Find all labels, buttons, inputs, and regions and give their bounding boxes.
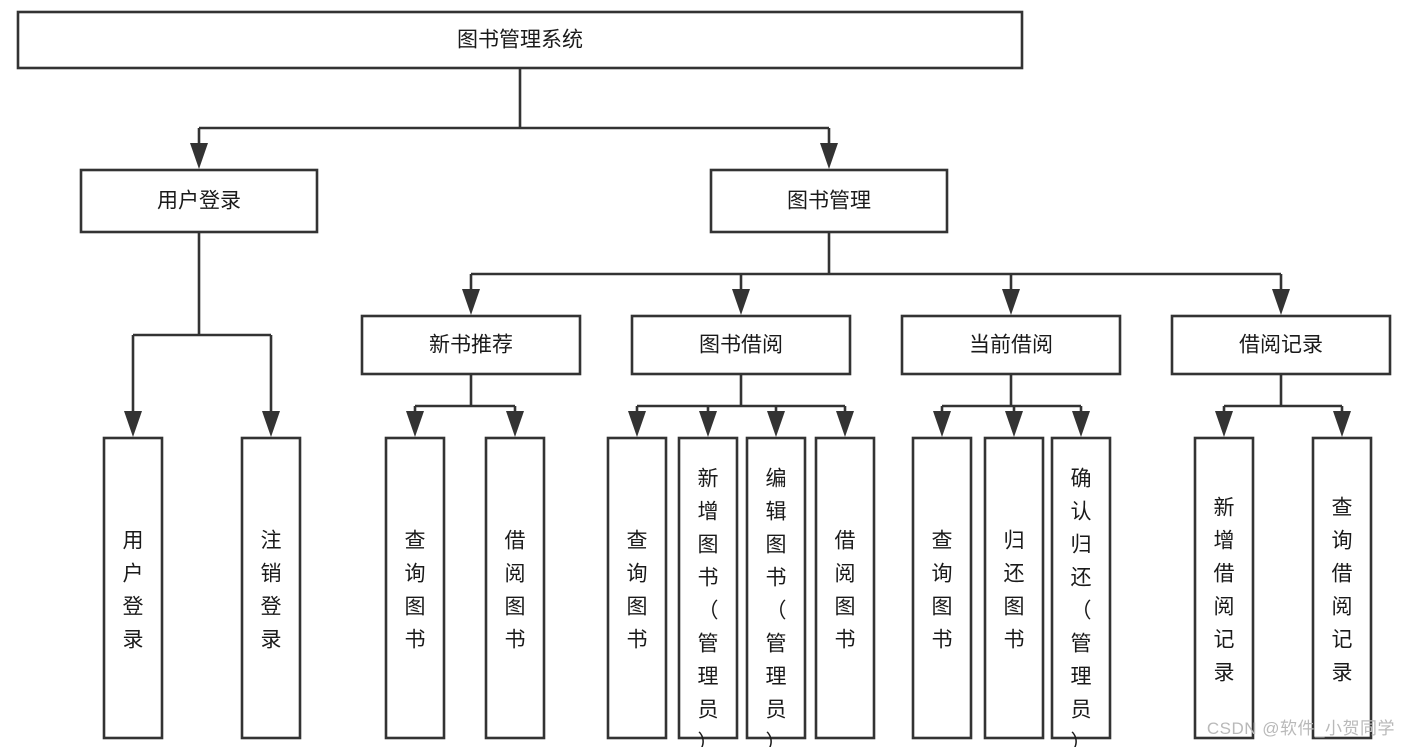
node-label-leaf-user-logout: 注销登录 [261, 530, 282, 652]
node-label-leaf-query-record: 查询借阅记录 [1332, 497, 1353, 685]
arrow-head-icon-user-login [190, 143, 208, 169]
node-box-leaf-edit-book [745, 436, 807, 740]
node-box-leaf-borrow-book-1 [484, 436, 546, 740]
node-box-book-borrow [630, 314, 852, 376]
node-new-book-rec[interactable]: 新书推荐 [360, 314, 582, 376]
node-box-new-book-rec [360, 314, 582, 376]
node-label-leaf-user-login: 用户登录 [123, 530, 144, 652]
arrow-head-icon-leaf-query-book-1 [406, 411, 424, 437]
arrow-head-icon-leaf-borrow-book-1 [506, 411, 524, 437]
node-leaf-user-login[interactable]: 用户登录 [102, 436, 164, 740]
node-label-book-borrow: 图书借阅 [699, 334, 783, 357]
node-leaf-add-book[interactable]: 新增图书（管理员） [677, 436, 739, 747]
node-book-borrow[interactable]: 图书借阅 [630, 314, 852, 376]
node-label-borrow-record: 借阅记录 [1239, 334, 1323, 357]
node-leaf-borrow-book-1[interactable]: 借阅图书 [484, 436, 546, 740]
node-leaf-query-record[interactable]: 查询借阅记录 [1311, 436, 1373, 740]
node-leaf-user-logout[interactable]: 注销登录 [240, 436, 302, 740]
arrow-head-icon-leaf-add-record [1215, 411, 1233, 437]
node-box-current-borrow [900, 314, 1122, 376]
node-root[interactable]: 图书管理系统 [16, 10, 1024, 70]
node-leaf-borrow-book-2[interactable]: 借阅图书 [814, 436, 876, 740]
arrow-head-icon-leaf-confirm-return [1072, 411, 1090, 437]
arrow-head-icon-leaf-edit-book [767, 411, 785, 437]
arrow-head-icon-leaf-borrow-book-2 [836, 411, 854, 437]
node-label-leaf-add-record: 新增借阅记录 [1214, 497, 1235, 685]
node-box-leaf-query-record [1311, 436, 1373, 740]
node-box-leaf-user-logout [240, 436, 302, 740]
node-leaf-return-book[interactable]: 归还图书 [983, 436, 1045, 740]
node-label-current-borrow: 当前借阅 [969, 334, 1053, 357]
node-label-leaf-add-book: 新增图书（管理员） [698, 468, 719, 747]
node-box-leaf-confirm-return [1050, 436, 1112, 740]
node-leaf-edit-book[interactable]: 编辑图书（管理员） [745, 436, 807, 747]
node-label-root: 图书管理系统 [457, 29, 583, 52]
boxes-layer: 图书管理系统用户登录图书管理新书推荐图书借阅当前借阅借阅记录用户登录注销登录查询… [16, 10, 1392, 747]
node-box-book-manage [709, 168, 949, 234]
node-box-leaf-query-book-3 [911, 436, 973, 740]
arrow-head-icon-leaf-query-book-2 [628, 411, 646, 437]
node-box-leaf-add-book [677, 436, 739, 740]
node-box-leaf-borrow-book-2 [814, 436, 876, 740]
node-label-leaf-query-book-2: 查询图书 [627, 530, 648, 652]
node-label-new-book-rec: 新书推荐 [429, 334, 513, 357]
arrow-head-icon-current-borrow [1002, 289, 1020, 315]
node-label-leaf-edit-book: 编辑图书（管理员） [766, 468, 787, 747]
node-leaf-query-book-3[interactable]: 查询图书 [911, 436, 973, 740]
arrow-head-icon-book-borrow [732, 289, 750, 315]
arrow-head-icon-leaf-return-book [1005, 411, 1023, 437]
arrow-head-icon-new-book-rec [462, 289, 480, 315]
node-box-leaf-add-record [1193, 436, 1255, 740]
node-current-borrow[interactable]: 当前借阅 [900, 314, 1122, 376]
node-label-leaf-borrow-book-1: 借阅图书 [505, 530, 526, 652]
node-label-leaf-query-book-1: 查询图书 [405, 530, 426, 652]
node-box-leaf-query-book-1 [384, 436, 446, 740]
node-box-leaf-user-login [102, 436, 164, 740]
node-label-leaf-query-book-3: 查询图书 [932, 530, 953, 652]
node-label-leaf-borrow-book-2: 借阅图书 [835, 530, 856, 652]
node-box-leaf-query-book-2 [606, 436, 668, 740]
node-label-leaf-return-book: 归还图书 [1004, 530, 1025, 652]
node-box-borrow-record [1170, 314, 1392, 376]
node-leaf-query-book-2[interactable]: 查询图书 [606, 436, 668, 740]
arrow-head-icon-borrow-record [1272, 289, 1290, 315]
node-box-root [16, 10, 1024, 70]
node-borrow-record[interactable]: 借阅记录 [1170, 314, 1392, 376]
node-box-user-login [79, 168, 319, 234]
node-leaf-add-record[interactable]: 新增借阅记录 [1193, 436, 1255, 740]
node-box-leaf-return-book [983, 436, 1045, 740]
arrow-head-icon-leaf-user-login [124, 411, 142, 437]
connectors-layer [124, 68, 1351, 437]
node-user-login[interactable]: 用户登录 [79, 168, 319, 234]
node-book-manage[interactable]: 图书管理 [709, 168, 949, 234]
node-label-book-manage: 图书管理 [787, 190, 871, 213]
arrow-head-icon-leaf-add-book [699, 411, 717, 437]
arrow-head-icon-leaf-user-logout [262, 411, 280, 437]
node-label-user-login: 用户登录 [157, 190, 241, 213]
node-leaf-confirm-return[interactable]: 确认归还（管理员） [1050, 436, 1112, 747]
node-label-leaf-confirm-return: 确认归还（管理员） [1071, 468, 1092, 747]
arrow-head-icon-leaf-query-book-3 [933, 411, 951, 437]
arrow-head-icon-leaf-query-record [1333, 411, 1351, 437]
arrow-head-icon-book-manage [820, 143, 838, 169]
node-leaf-query-book-1[interactable]: 查询图书 [384, 436, 446, 740]
